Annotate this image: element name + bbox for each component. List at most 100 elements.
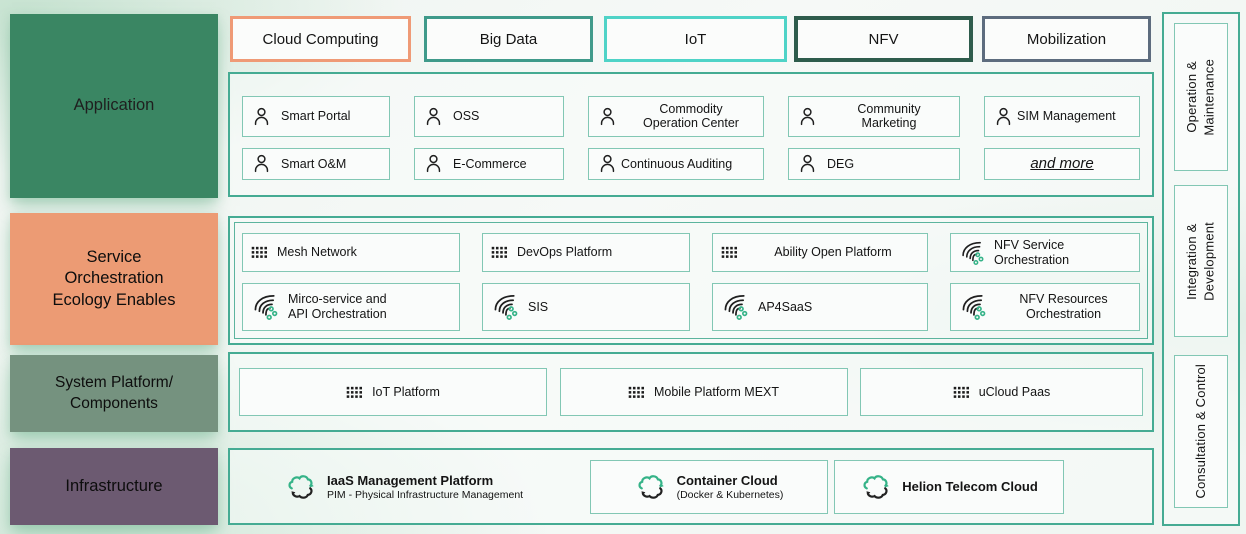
swoosh-icon xyxy=(962,241,984,265)
sys-item-label: IoT Platform xyxy=(372,384,440,399)
svc-item-ap4saas: AP4SaaS xyxy=(712,283,928,331)
row-label-infrastructure-text: Infrastructure xyxy=(65,476,163,495)
person-icon xyxy=(426,107,441,125)
application-container: Smart Portal OSS Commodity Operation Cen… xyxy=(228,72,1154,197)
app-item-label: OSS xyxy=(453,109,480,123)
service-container: Mesh Network DevOps Platform Ability Ope… xyxy=(228,216,1154,345)
inf-item-title: Helion Telecom Cloud xyxy=(902,479,1038,494)
svc-item-ability-open-platform: Ability Open Platform xyxy=(712,233,928,272)
svc-item-nfv-resources-orchestration: NFV Resources Orchestration xyxy=(950,283,1140,331)
svc-item-label: Mirco-service and API Orchestration xyxy=(288,292,387,321)
app-item-deg: DEG xyxy=(788,147,960,180)
person-icon xyxy=(600,155,615,173)
svc-item-devops-platform: DevOps Platform xyxy=(482,233,690,272)
grid-icon xyxy=(628,386,644,398)
svc-item-sis: SIS xyxy=(482,283,690,331)
cloud-icon xyxy=(288,475,315,499)
side-item-consultation-control: Consultation & Control xyxy=(1174,355,1228,508)
tab-cloud-computing: Cloud Computing xyxy=(230,16,411,62)
svc-item-label: NFV Resources Orchestration xyxy=(1019,292,1108,321)
tab-big-data: Big Data xyxy=(424,16,593,62)
inf-item-container-cloud: Container Cloud (Docker & Kubernetes) xyxy=(590,459,828,514)
system-grid: IoT Platform Mobile Platform MEXT uCloud… xyxy=(230,354,1152,430)
app-item-oss: OSS xyxy=(414,96,564,137)
tab-nfv-label: NFV xyxy=(868,30,899,48)
row-label-system: System Platform/ Components xyxy=(10,355,218,432)
person-icon xyxy=(600,107,615,125)
person-icon xyxy=(426,155,441,173)
cloud-icon xyxy=(638,475,665,499)
inf-item-text: Helion Telecom Cloud xyxy=(902,479,1038,494)
sys-item-label: Mobile Platform MEXT xyxy=(653,384,780,399)
application-grid: Smart Portal OSS Commodity Operation Cen… xyxy=(230,74,1152,195)
swoosh-icon xyxy=(724,295,748,321)
svc-item-mesh-network: Mesh Network xyxy=(242,233,460,272)
app-item-label: Community Marketing xyxy=(857,101,921,131)
app-item-label: Smart Portal xyxy=(281,109,351,123)
inf-item-subtitle: PIM - Physical Infrastructure Management xyxy=(327,488,524,501)
side-item-operation-maintenance: Operation & Maintenance xyxy=(1174,23,1228,171)
app-item-label: DEG xyxy=(827,156,855,171)
grid-icon xyxy=(346,386,363,398)
cloud-icon xyxy=(863,475,891,499)
tab-iot: IoT xyxy=(604,16,787,62)
grid-icon xyxy=(953,386,969,398)
sys-item-ucloud-paas: uCloud Paas xyxy=(860,368,1143,416)
sys-item-iot-platform: IoT Platform xyxy=(239,368,547,416)
grid-icon xyxy=(491,246,508,258)
svc-item-nfv-service-orchestration: NFV Service Orchestration xyxy=(950,233,1140,272)
app-item-smart-portal: Smart Portal xyxy=(242,96,390,137)
side-item-label: Operation & Maintenance xyxy=(1184,58,1217,136)
svc-item-label: NFV Service Orchestration xyxy=(994,237,1070,267)
sys-item-mobile-platform-mext: Mobile Platform MEXT xyxy=(559,368,848,416)
app-item-label: and more xyxy=(1030,155,1094,173)
app-item-and-more: and more xyxy=(984,147,1140,180)
row-label-infrastructure: Infrastructure xyxy=(10,448,218,525)
inf-item-title: IaaS Management Platform xyxy=(327,472,494,488)
app-item-continuous-auditing: Continuous Auditing xyxy=(588,147,764,180)
swoosh-icon xyxy=(494,295,518,321)
person-icon xyxy=(800,155,815,173)
inf-item-title: Container Cloud xyxy=(676,472,778,488)
infrastructure-container: IaaS Management Platform PIM - Physical … xyxy=(228,448,1154,525)
side-item-label: Consultation & Control xyxy=(1193,364,1209,499)
svc-item-label: AP4SaaS xyxy=(758,299,813,314)
inf-item-iaas-management-platform: IaaS Management Platform PIM - Physical … xyxy=(285,473,555,501)
tab-mobilization-label: Mobilization xyxy=(1026,30,1107,48)
inf-item-helion-telecom-cloud: Helion Telecom Cloud xyxy=(834,459,1064,514)
grid-icon xyxy=(721,246,738,258)
tab-iot-label: IoT xyxy=(684,30,707,48)
inf-item-subtitle: (Docker & Kubernetes) xyxy=(676,488,784,501)
app-item-label: Commodity Operation Center xyxy=(643,101,739,131)
grid-icon xyxy=(251,246,268,258)
tab-mobilization: Mobilization xyxy=(982,16,1151,62)
row-label-service: Service Orchestration Ecology Enables xyxy=(10,213,218,345)
app-item-commodity-operation-center: Commodity Operation Center xyxy=(588,96,764,137)
app-item-label: Smart O&M xyxy=(281,156,347,171)
app-item-label: SIM Management xyxy=(1017,109,1116,123)
person-icon xyxy=(800,107,815,125)
row-label-system-text: System Platform/ Components xyxy=(55,374,173,412)
inf-item-text: IaaS Management Platform PIM - Physical … xyxy=(327,473,523,501)
swoosh-icon xyxy=(254,295,278,321)
svc-item-label: Mesh Network xyxy=(277,245,357,260)
svc-item-label: SIS xyxy=(528,299,549,314)
row-label-application-text: Application xyxy=(73,96,155,115)
system-container: IoT Platform Mobile Platform MEXT uCloud… xyxy=(228,352,1154,432)
side-item-integration-development: Integration & Development xyxy=(1174,185,1228,337)
app-item-community-marketing: Community Marketing xyxy=(788,96,960,137)
app-item-label: Continuous Auditing xyxy=(621,156,733,171)
sys-item-label: uCloud Paas xyxy=(978,384,1051,399)
person-icon xyxy=(254,107,269,125)
person-icon xyxy=(254,155,269,173)
row-label-service-text: Service Orchestration Ecology Enables xyxy=(52,247,176,309)
app-item-smart-om: Smart O&M xyxy=(242,147,390,180)
tab-big-data-label: Big Data xyxy=(479,30,538,48)
app-item-label: E-Commerce xyxy=(453,156,527,171)
app-item-sim-management: SIM Management xyxy=(984,96,1140,137)
swoosh-icon xyxy=(962,295,986,321)
side-item-label: Integration & Development xyxy=(1184,221,1217,301)
service-grid: Mesh Network DevOps Platform Ability Ope… xyxy=(230,218,1152,343)
tab-nfv: NFV xyxy=(794,16,973,62)
app-item-e-commerce: E-Commerce xyxy=(414,147,564,180)
